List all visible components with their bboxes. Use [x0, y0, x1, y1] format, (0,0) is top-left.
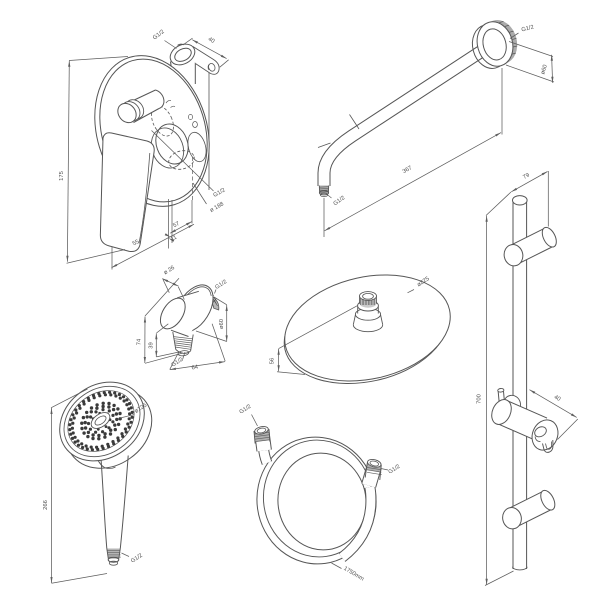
svg-text:G1/2: G1/2 — [521, 25, 535, 34]
svg-text:175: 175 — [59, 171, 65, 181]
svg-text:57: 57 — [172, 221, 181, 229]
svg-text:40: 40 — [553, 394, 562, 402]
svg-text:G1/2: G1/2 — [171, 357, 185, 369]
svg-text:56: 56 — [270, 358, 276, 364]
svg-text:55: 55 — [132, 239, 141, 247]
svg-text:39: 39 — [149, 342, 155, 348]
svg-text:ø 26: ø 26 — [163, 265, 176, 276]
svg-text:64: 64 — [191, 364, 199, 371]
svg-text:367: 367 — [402, 165, 413, 175]
svg-text:G1/2: G1/2 — [239, 404, 253, 416]
svg-text:G1/2: G1/2 — [213, 187, 227, 198]
svg-text:79: 79 — [522, 172, 531, 180]
svg-text:40: 40 — [207, 36, 216, 44]
svg-text:11: 11 — [170, 235, 178, 243]
svg-text:G1/2: G1/2 — [130, 553, 144, 565]
svg-text:ø60: ø60 — [219, 319, 225, 329]
svg-text:G1/2: G1/2 — [388, 464, 402, 476]
svg-text:74: 74 — [137, 338, 143, 345]
svg-text:ø60: ø60 — [540, 64, 549, 75]
svg-text:700: 700 — [477, 394, 483, 404]
svg-text:266: 266 — [43, 500, 49, 510]
svg-text:G1/2: G1/2 — [214, 279, 228, 291]
